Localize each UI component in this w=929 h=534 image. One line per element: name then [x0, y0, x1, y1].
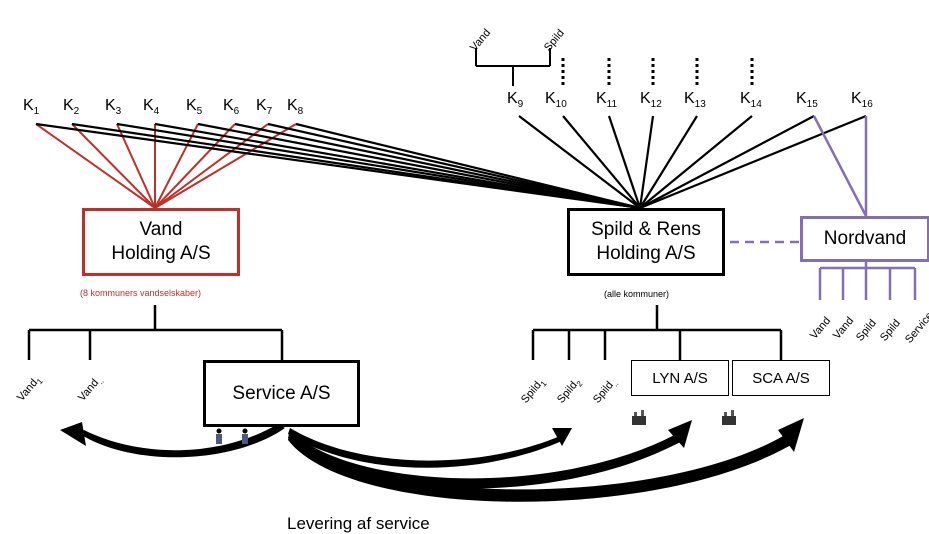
municipality-label-k13: K13 [684, 90, 706, 111]
purple-connectors [730, 115, 917, 300]
municipality-label-k14: K14 [740, 90, 762, 111]
municipality-label-k15: K15 [796, 90, 818, 111]
vand-holding-line2: Holding A/S [111, 243, 211, 264]
vand-holding-line1: Vand [139, 219, 183, 240]
service-delivery-arrows [60, 418, 804, 502]
municipality-label-k16: K16 [851, 90, 873, 111]
k9-fork [475, 48, 551, 86]
left-arrow-head [60, 422, 86, 446]
lyn-box: LYN A/S [631, 360, 729, 396]
spild-tree [531, 305, 783, 360]
spild-holding-line1: Spild & Rens [591, 219, 701, 240]
spild-arrow-head [552, 428, 572, 446]
factory-icons [632, 410, 736, 425]
spild-holding-note: (alle kommuner) [604, 289, 670, 299]
nordvand-label: Nordvand [823, 228, 907, 249]
service-label: Service A/S [232, 382, 331, 404]
footer-label: Levering af service [287, 514, 430, 533]
municipality-label-k9: K9 [507, 90, 524, 111]
lyn-label: LYN A/S [652, 369, 708, 387]
municipality-label-k5: K5 [186, 97, 203, 118]
spild-holding-box: Spild & Rens Holding A/S [567, 208, 725, 276]
municipality-label-k4: K4 [143, 97, 160, 118]
lyn-arrow-head [668, 420, 692, 448]
municipality-label-k2: K2 [63, 97, 80, 118]
municipality-label-k11: K11 [596, 90, 618, 111]
black-fan-left [35, 122, 641, 210]
vand-holding-box: Vand Holding A/S [82, 208, 240, 276]
red-connectors [35, 123, 297, 209]
sca-label: SCA A/S [752, 369, 810, 387]
municipality-label-k1: K1 [23, 97, 40, 118]
sca-arrow-head [778, 418, 804, 452]
municipality-label-k12: K12 [640, 90, 662, 111]
sca-box: SCA A/S [732, 360, 830, 396]
spild-holding-line2: Holding A/S [596, 243, 696, 264]
nordvand-box: Nordvand [800, 216, 929, 262]
service-box: Service A/S [203, 360, 360, 427]
vand-holding-note: (8 kommuners vandselskaber) [80, 288, 202, 298]
vand-tree [27, 305, 284, 360]
municipality-label-k10: K10 [545, 90, 567, 111]
municipality-label-k7: K7 [256, 97, 273, 118]
municipality-label-k6: K6 [223, 97, 240, 118]
people-icons [216, 428, 248, 444]
municipality-label-k8: K8 [287, 97, 304, 118]
dotted-markers [561, 58, 754, 86]
black-fan-right [518, 114, 867, 210]
municipality-label-k3: K3 [105, 97, 122, 118]
